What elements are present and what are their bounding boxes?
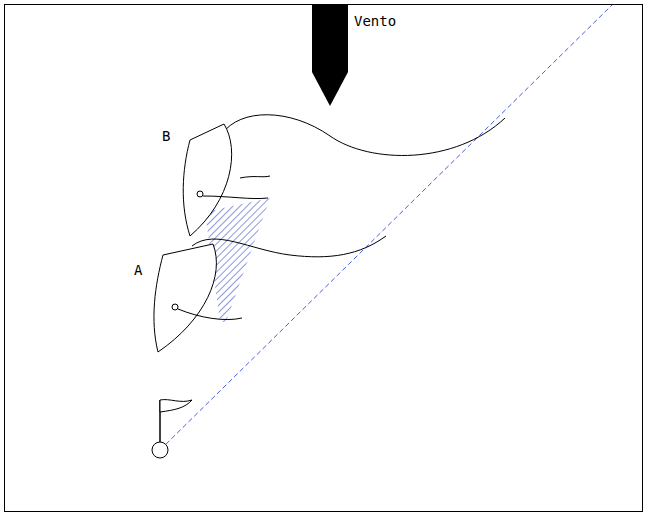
boat-label: B: [162, 129, 170, 143]
flag: [160, 400, 192, 412]
frame: [5, 5, 643, 512]
layline: [160, 5, 612, 450]
boat-label: A: [134, 263, 142, 277]
wind-flow: [222, 115, 505, 156]
wind-label: Vento: [354, 14, 396, 28]
wind-flow: [192, 236, 386, 257]
sail: [240, 176, 270, 178]
mark-buoy: [152, 442, 168, 458]
boom: [203, 196, 268, 199]
boat-hull: [183, 124, 231, 236]
mast: [172, 304, 178, 310]
boom: [178, 309, 242, 320]
boat-hull: [154, 244, 216, 352]
wind-arrow: [312, 5, 348, 106]
mast: [197, 191, 203, 197]
